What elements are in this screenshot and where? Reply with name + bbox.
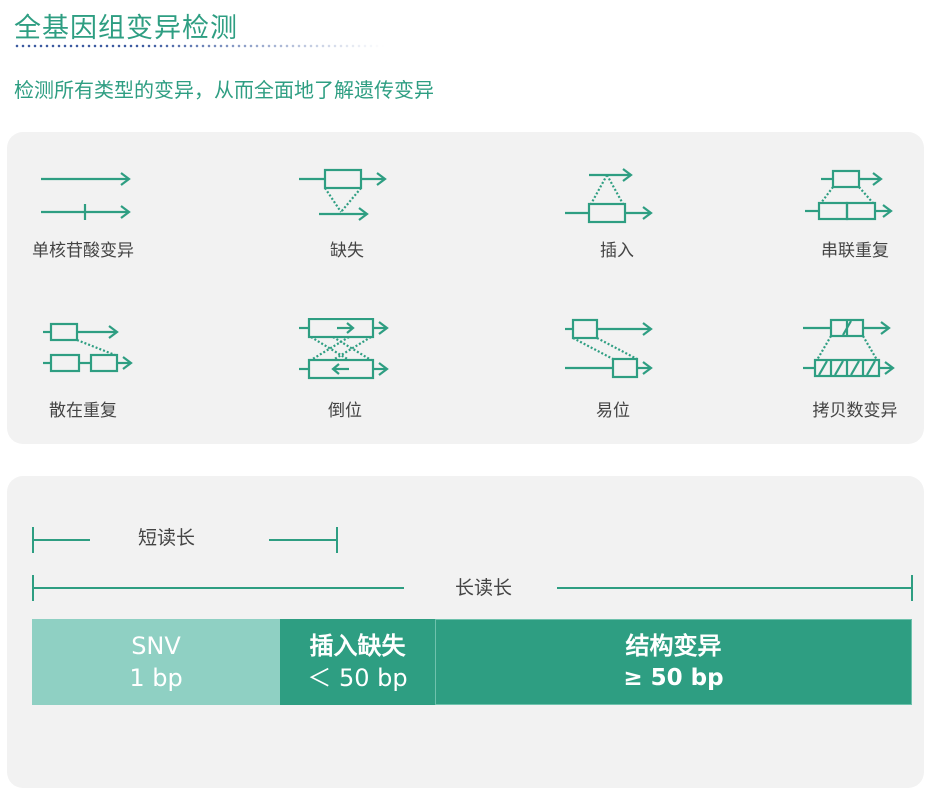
variant-label-inversion: 倒位 bbox=[328, 401, 362, 421]
insertion-icon bbox=[565, 168, 653, 224]
variant-types-panel: 单核苷酸变异 缺失 bbox=[7, 132, 924, 444]
deletion-icon bbox=[299, 168, 387, 221]
page-title: 全基因组变异检测 bbox=[14, 13, 238, 44]
size-bar-sv-title: 结构变异 bbox=[625, 632, 722, 660]
size-bar-indel-size: ＜ 50 bp bbox=[307, 664, 408, 692]
copy-number-variation-icon bbox=[803, 318, 895, 378]
variant-label-copy-number-variation: 拷贝数变异 bbox=[812, 401, 898, 421]
size-bar-sv-size: ≥ 50 bp bbox=[623, 665, 724, 691]
tandem-duplication-icon bbox=[805, 169, 893, 221]
variant-tandem-duplication: 串联重复 bbox=[785, 162, 925, 292]
variant-label-snv: 单核苷酸变异 bbox=[32, 241, 134, 261]
variant-translocation: 易位 bbox=[545, 318, 685, 448]
variant-label-translocation: 易位 bbox=[596, 401, 630, 421]
translocation-icon bbox=[565, 318, 653, 379]
long-read-label: 长读长 bbox=[455, 577, 513, 599]
variant-deletion: 缺失 bbox=[279, 162, 419, 292]
variant-snv: 单核苷酸变异 bbox=[23, 162, 163, 292]
short-read-label: 短读长 bbox=[138, 527, 196, 549]
page-subtitle: 检测所有类型的变异，从而全面地了解遗传变异 bbox=[14, 78, 434, 102]
variant-label-tandem-duplication: 串联重复 bbox=[821, 241, 889, 261]
variant-label-deletion: 缺失 bbox=[330, 241, 364, 261]
size-bar-indel-title: 插入缺失 bbox=[309, 632, 406, 660]
variant-interspersed-duplication: 散在重复 bbox=[23, 318, 163, 448]
snv-icon bbox=[41, 172, 131, 220]
inversion-icon bbox=[299, 318, 389, 380]
size-bar-indel: 插入缺失 ＜ 50 bp bbox=[280, 619, 435, 705]
title-dotted-underline bbox=[14, 44, 384, 48]
variant-inversion: 倒位 bbox=[279, 318, 419, 448]
size-bar-structural-variation: 结构变异 ≥ 50 bp bbox=[435, 619, 912, 705]
size-bar-snv: SNV 1 bp bbox=[32, 619, 280, 705]
size-bar-snv-title: SNV bbox=[131, 632, 181, 660]
variant-insertion: 插入 bbox=[545, 162, 685, 292]
interspersed-duplication-icon bbox=[43, 322, 133, 373]
variant-label-insertion: 插入 bbox=[600, 241, 634, 261]
size-bar-snv-size: 1 bp bbox=[129, 664, 183, 692]
variant-copy-number-variation: 拷贝数变异 bbox=[785, 318, 925, 448]
variant-label-interspersed-duplication: 散在重复 bbox=[49, 401, 117, 421]
